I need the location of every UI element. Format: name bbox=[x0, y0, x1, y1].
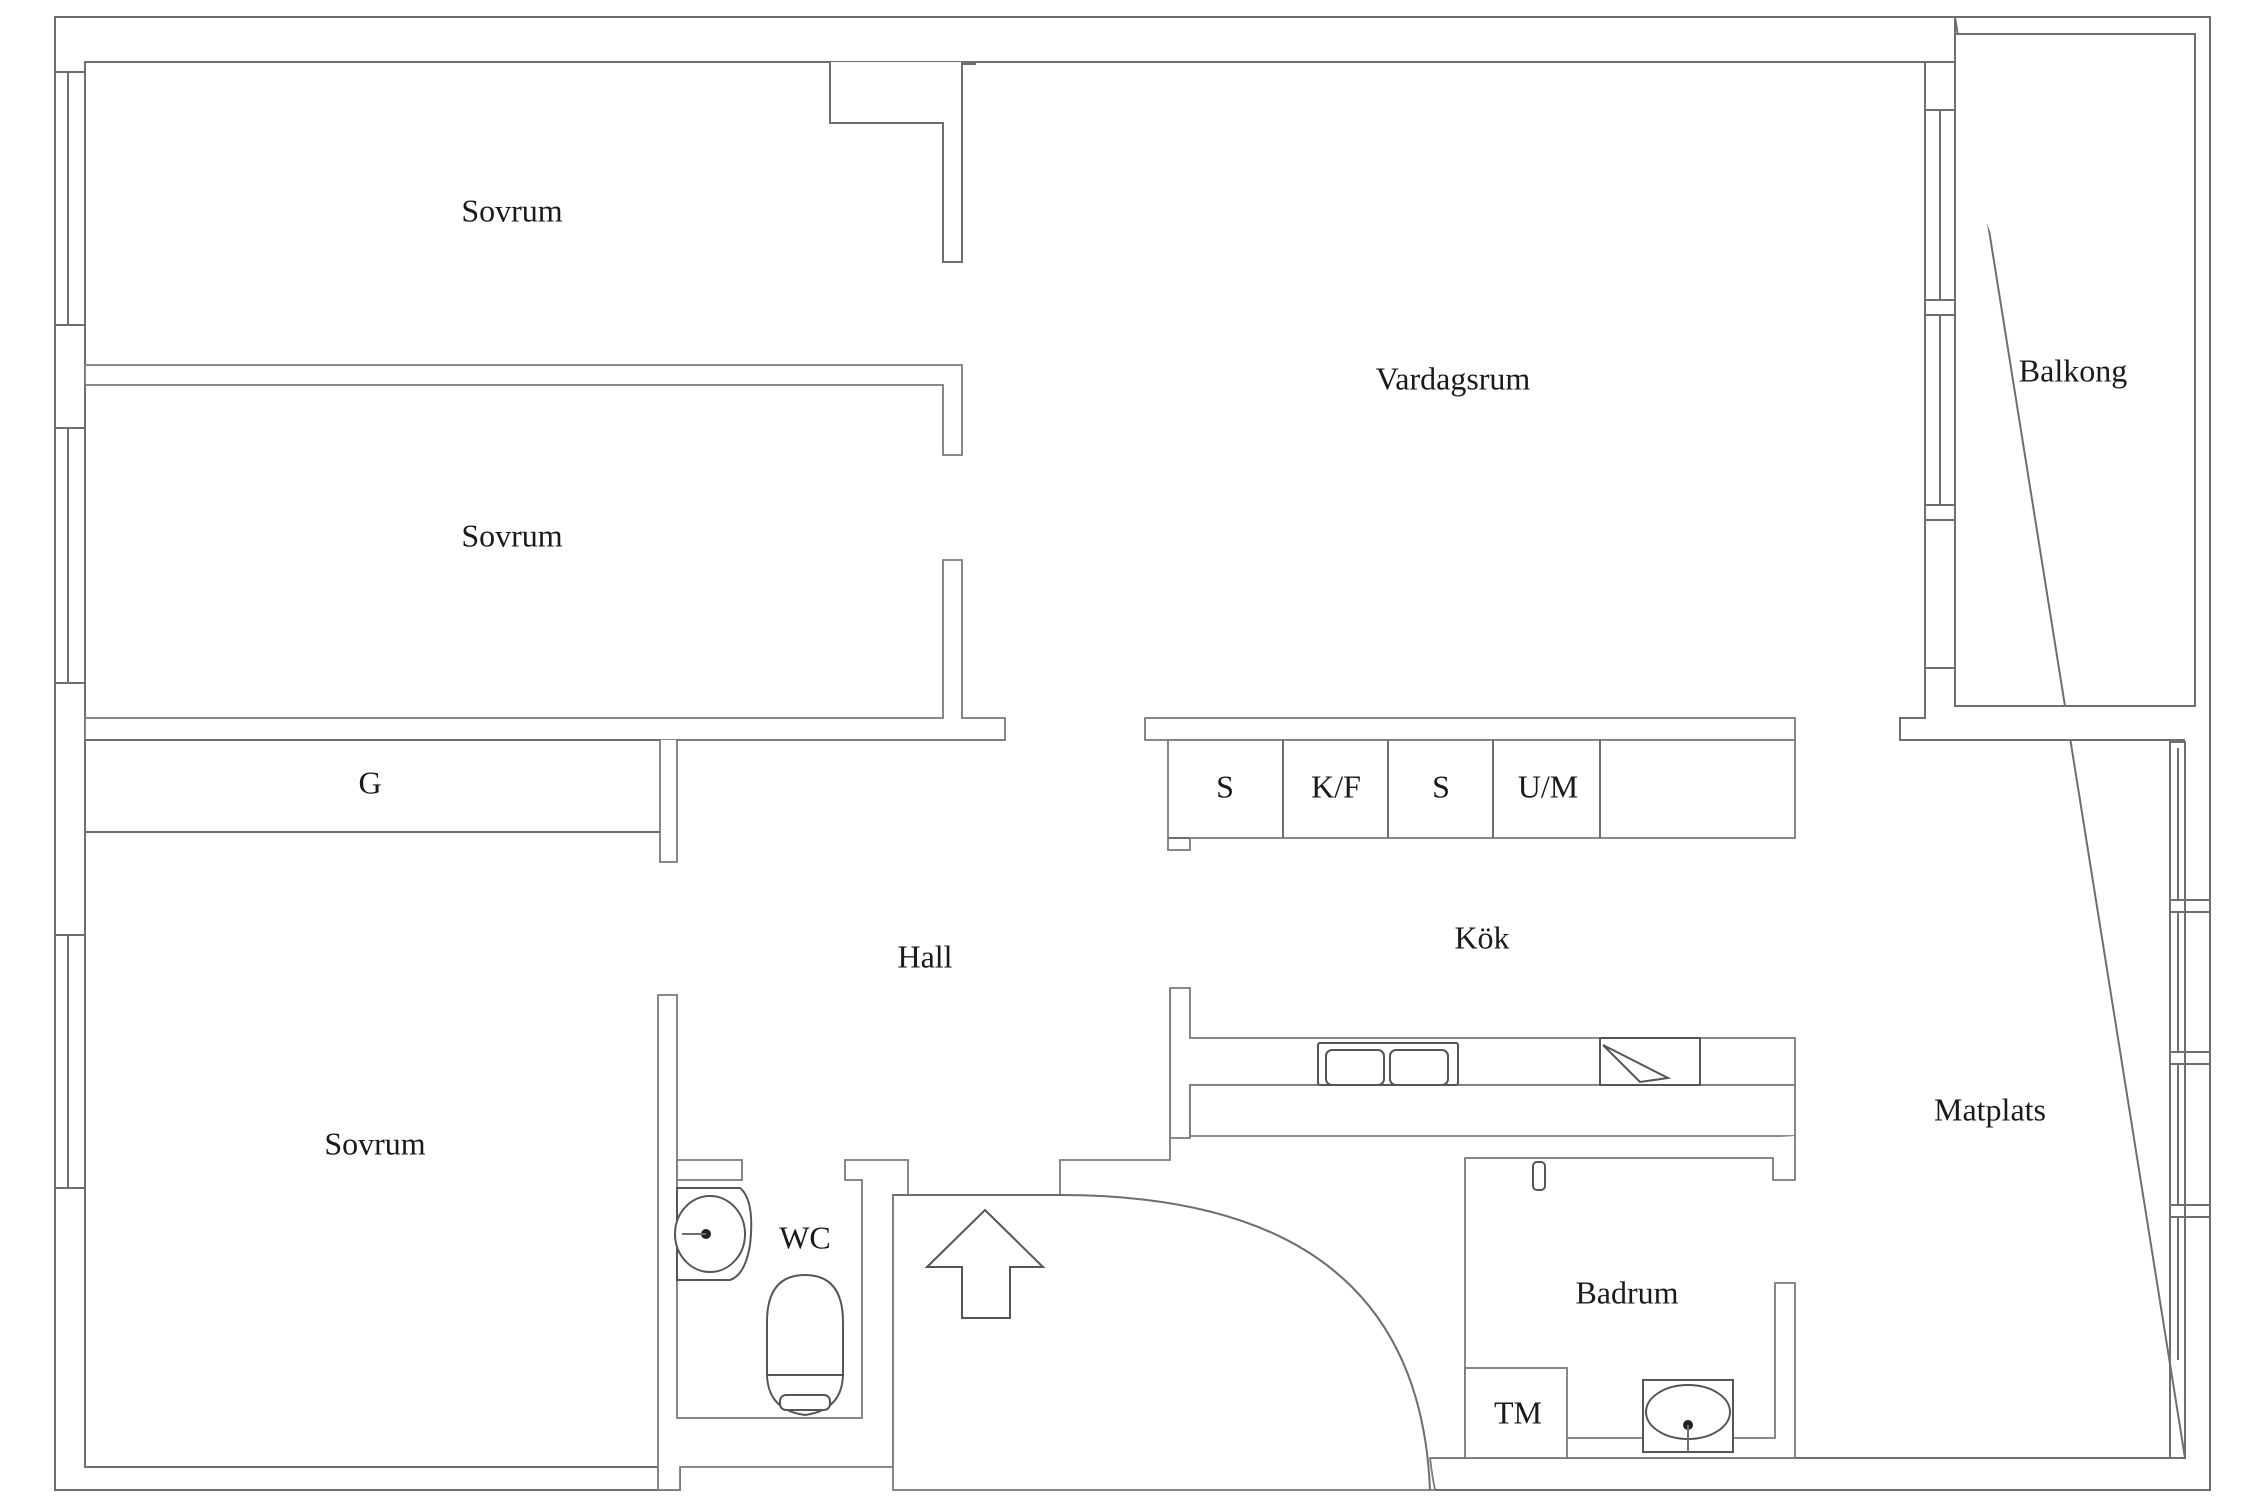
hall-walls bbox=[892, 988, 1796, 1491]
room-label-bathroom: Badrum bbox=[1575, 1274, 1678, 1310]
bedroom-top-walls bbox=[84, 61, 985, 456]
kitchen-unit-label: K/F bbox=[1311, 768, 1361, 804]
room-label-bedroom-middle: Sovrum bbox=[461, 517, 562, 553]
windows-right bbox=[2170, 748, 2210, 1360]
bedroom-middle-walls bbox=[84, 559, 1006, 741]
wardrobe-walls bbox=[85, 739, 1005, 863]
kitchen-unit-label: U/M bbox=[1518, 768, 1578, 804]
bedroom-bottom-walls bbox=[657, 994, 909, 1491]
room-label-balcony: Balkong bbox=[2019, 352, 2127, 388]
entrance-arrow-icon bbox=[924, 1208, 1046, 1319]
kitchen-unit-labels: S K/F S U/M bbox=[1216, 768, 1578, 804]
room-label-bedroom-bottom: Sovrum bbox=[324, 1125, 425, 1161]
room-label-wc: WC bbox=[779, 1219, 831, 1255]
room-label-washer: TM bbox=[1494, 1394, 1542, 1430]
kitchen-unit-label: S bbox=[1216, 768, 1234, 804]
room-label-kitchen: Kök bbox=[1454, 919, 1509, 955]
living-balcony-walls bbox=[1899, 33, 2196, 741]
room-label-hall: Hall bbox=[897, 938, 952, 974]
kitchen-upper-counter bbox=[1144, 717, 1796, 851]
windows-left bbox=[55, 71, 85, 1189]
kitchen-lower-counter bbox=[1169, 987, 1796, 1139]
wc-fixtures bbox=[674, 1187, 845, 1417]
kitchen-unit-label: S bbox=[1432, 768, 1450, 804]
room-label-wardrobe: G bbox=[358, 764, 381, 800]
room-label-bedroom-top: Sovrum bbox=[461, 192, 562, 228]
bathroom-fixtures bbox=[1464, 1161, 1734, 1459]
room-labels: Sovrum Sovrum Sovrum Vardagsrum Balkong … bbox=[324, 192, 2127, 1430]
room-label-living-room: Vardagsrum bbox=[1376, 360, 1531, 396]
room-label-dining: Matplats bbox=[1934, 1091, 2046, 1127]
